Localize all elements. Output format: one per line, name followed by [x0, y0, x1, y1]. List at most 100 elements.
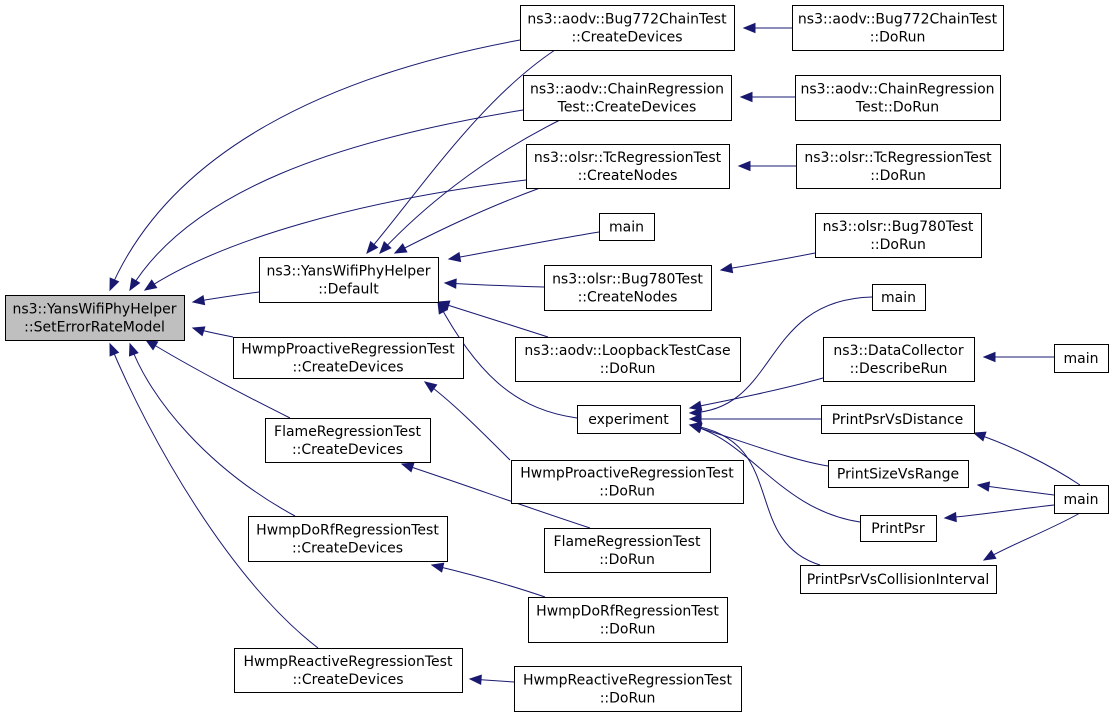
arrowhead-dcdr-to-exp — [688, 400, 703, 411]
node-b780dr[interactable]: ns3::olsr::Bug780Test::DoRun — [815, 213, 982, 258]
node-box — [544, 265, 712, 311]
node-tccn[interactable]: ns3::olsr::TcRegressionTest::CreateNodes — [526, 144, 730, 189]
node-ppvd[interactable]: PrintPsrVsDistance — [821, 405, 975, 434]
node-box — [800, 565, 997, 594]
arrowhead-main4-to-psvr — [976, 481, 991, 492]
arrowhead-hpcd-to-root — [191, 326, 206, 337]
node-tcdr[interactable]: ns3::olsr::TcRegressionTest::DoRun — [796, 144, 1001, 189]
edge-crcd-to-root — [129, 109, 524, 291]
node-label: ::CreateDevices — [292, 360, 403, 376]
node-label: ::CreateDevices — [292, 442, 403, 458]
node-loop[interactable]: ns3::aodv::LoopbackTestCase::DoRun — [515, 337, 741, 382]
node-label: main — [1064, 492, 1099, 508]
node-label: HwmpReactiveRegressionTest — [244, 654, 453, 670]
node-b772dr[interactable]: ns3::aodv::Bug772ChainTest::DoRun — [792, 5, 1004, 51]
node-hpdr[interactable]: HwmpProactiveRegressionTest::DoRun — [511, 460, 744, 504]
edge-hpdr-to-hpcd — [424, 381, 511, 461]
node-box — [248, 516, 448, 562]
node-label: ns3::olsr::TcRegressionTest — [804, 150, 992, 166]
node-label: ns3::YansWifiPhyHelper — [12, 302, 176, 318]
node-label: HwmpProactiveRegressionTest — [520, 466, 734, 482]
node-label: ::CreateNodes — [578, 168, 678, 184]
node-pp[interactable]: PrintPsr — [860, 515, 937, 542]
edge-tccn-to-def — [394, 187, 541, 254]
edge-hddr-to-hdcd — [431, 564, 546, 598]
arrowhead-main4-to-pp — [943, 511, 957, 523]
node-hrdr[interactable]: HwmpReactiveRegressionTest::DoRun — [514, 666, 742, 712]
edge-crcd-to-def — [379, 119, 561, 254]
node-hddr[interactable]: HwmpDoRfRegressionTest::DoRun — [528, 597, 728, 643]
node-box — [599, 213, 655, 241]
node-frcd[interactable]: FlameRegressionTest::CreateDevices — [265, 418, 431, 463]
node-def[interactable]: ns3::YansWifiPhyHelper::Default — [259, 257, 439, 303]
node-box — [515, 337, 741, 382]
node-ppvci[interactable]: PrintPsrVsCollisionInterval — [800, 565, 997, 594]
node-label: PrintPsrVsCollisionInterval — [807, 572, 990, 588]
node-main3[interactable]: main — [1054, 344, 1109, 373]
node-root[interactable]: ns3::YansWifiPhyHelper::SetErrorRateMode… — [5, 295, 185, 341]
node-label: main — [881, 290, 916, 306]
node-box — [514, 666, 742, 712]
node-b780cn[interactable]: ns3::olsr::Bug780Test::CreateNodes — [544, 265, 712, 311]
node-box — [1054, 485, 1109, 514]
node-main2[interactable]: main — [872, 284, 926, 311]
node-main4[interactable]: main — [1054, 485, 1109, 514]
node-label: ns3::olsr::TcRegressionTest — [534, 150, 722, 166]
node-hrcd[interactable]: HwmpReactiveRegressionTest::CreateDevice… — [234, 648, 463, 693]
edge-main4-to-psvr — [977, 484, 1055, 496]
node-box — [526, 144, 730, 189]
node-label: HwmpDoRfRegressionTest — [256, 523, 439, 539]
edge-dcdr-to-exp — [689, 377, 824, 409]
node-label: Test::CreateDevices — [557, 100, 697, 116]
node-label: ::DoRun — [600, 622, 656, 638]
node-box — [265, 418, 431, 463]
arrowhead-def-to-root — [191, 294, 206, 306]
node-box — [520, 5, 735, 51]
node-box — [511, 460, 744, 504]
node-label: ns3::aodv::ChainRegression — [800, 82, 994, 98]
node-label: FlameRegressionTest — [274, 424, 421, 440]
edge-pp-to-exp — [689, 424, 861, 523]
node-box — [795, 75, 1001, 121]
arrowhead-tcdr-to-tccn — [737, 160, 751, 172]
node-b772cd[interactable]: ns3::aodv::Bug772ChainTest::CreateDevice… — [520, 5, 735, 51]
edge-psvr-to-exp — [689, 424, 829, 467]
node-label: HwmpDoRfRegressionTest — [536, 604, 719, 620]
node-box — [544, 528, 711, 573]
node-label: ::DescribeRun — [850, 361, 948, 377]
node-frdr[interactable]: FlameRegressionTest::DoRun — [544, 528, 711, 573]
node-psvr[interactable]: PrintSizeVsRange — [828, 460, 969, 488]
edge-tccn-to-root — [144, 179, 527, 291]
edge-b780dr-to-b780cn — [720, 252, 816, 271]
node-label: experiment — [588, 412, 669, 428]
node-crcd[interactable]: ns3::aodv::ChainRegressionTest::CreateDe… — [523, 75, 732, 121]
node-label: FlameRegressionTest — [554, 534, 701, 550]
node-box — [259, 257, 439, 303]
node-box — [233, 337, 464, 379]
node-label: ns3::YansWifiPhyHelper — [266, 264, 430, 280]
node-hpcd[interactable]: HwmpProactiveRegressionTest::CreateDevic… — [233, 337, 464, 379]
arrowhead-exp-to-def — [437, 300, 449, 315]
arrowhead-b772cd-to-root — [109, 277, 120, 292]
arrowhead-hpdr-to-hpcd — [423, 381, 438, 393]
node-label: PrintSizeVsRange — [837, 467, 959, 483]
node-label: ::DoRun — [870, 237, 926, 253]
node-label: PrintPsrVsDistance — [832, 412, 964, 428]
node-label: ns3::olsr::Bug780Test — [552, 272, 703, 288]
arrowhead-main4-to-ppvd — [972, 431, 987, 442]
arrowhead-main3-to-dcdr — [982, 351, 996, 363]
edge-b772cd-to-def — [366, 49, 556, 254]
arrowhead-b772dr-to-b772cd — [742, 22, 756, 34]
arrowhead-b780cn-to-def — [443, 278, 457, 289]
node-box — [823, 337, 975, 382]
arrowhead-hdcd-to-root — [128, 342, 139, 357]
node-main1[interactable]: main — [599, 213, 655, 241]
node-hdcd[interactable]: HwmpDoRfRegressionTest::CreateDevices — [248, 516, 448, 562]
edge-frdr-to-frcd — [401, 463, 591, 529]
edge-exp-to-def — [437, 301, 578, 419]
node-exp[interactable]: experiment — [577, 405, 681, 434]
node-dcdr[interactable]: ns3::DataCollector::DescribeRun — [823, 337, 975, 382]
node-box — [792, 5, 1004, 51]
